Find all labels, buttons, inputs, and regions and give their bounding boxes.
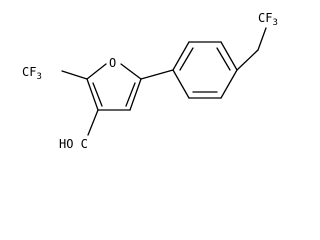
- cf3-right-main: CF: [258, 11, 272, 25]
- bond-b4-b5: [220, 69, 238, 99]
- carboxylic-acid-label: HO C: [59, 137, 88, 151]
- cf3-left-subscript: 3: [36, 72, 41, 82]
- bond-b1-b2-inner: [179, 47, 194, 71]
- bond-c3-c2-inner: [92, 82, 103, 107]
- cf3-right-subscript: 3: [272, 18, 277, 28]
- bond-c5-c4-inner: [125, 82, 136, 107]
- bond-b3-b4: [220, 41, 238, 71]
- cf3-left-main: CF: [22, 65, 36, 79]
- ring-oxygen-label: O: [109, 56, 116, 70]
- bond-c5-benzene: [140, 69, 174, 80]
- furan-ring: [86, 63, 142, 111]
- benzene-ring: [172, 41, 238, 99]
- bond-c2-cf3: [61, 70, 88, 80]
- bond-b6-b1: [172, 69, 190, 99]
- bond-c3-cooh: [87, 109, 99, 136]
- cf3-left-label: CF3: [22, 65, 42, 82]
- bond-c2-o1: [86, 63, 107, 80]
- bond-b3-b4-inner: [216, 47, 231, 71]
- bond-b1-b2: [172, 41, 190, 71]
- chemical-structure: O CF3 HO C CF3: [22, 11, 278, 151]
- bond-c3-c2: [86, 78, 99, 111]
- cf3-right-label: CF3: [258, 11, 278, 28]
- bond-cf3-right-stub: [257, 27, 267, 51]
- bond-c5-c4: [129, 78, 142, 111]
- bond-benzene-cf3: [236, 49, 259, 71]
- bond-o1-c5: [120, 63, 142, 80]
